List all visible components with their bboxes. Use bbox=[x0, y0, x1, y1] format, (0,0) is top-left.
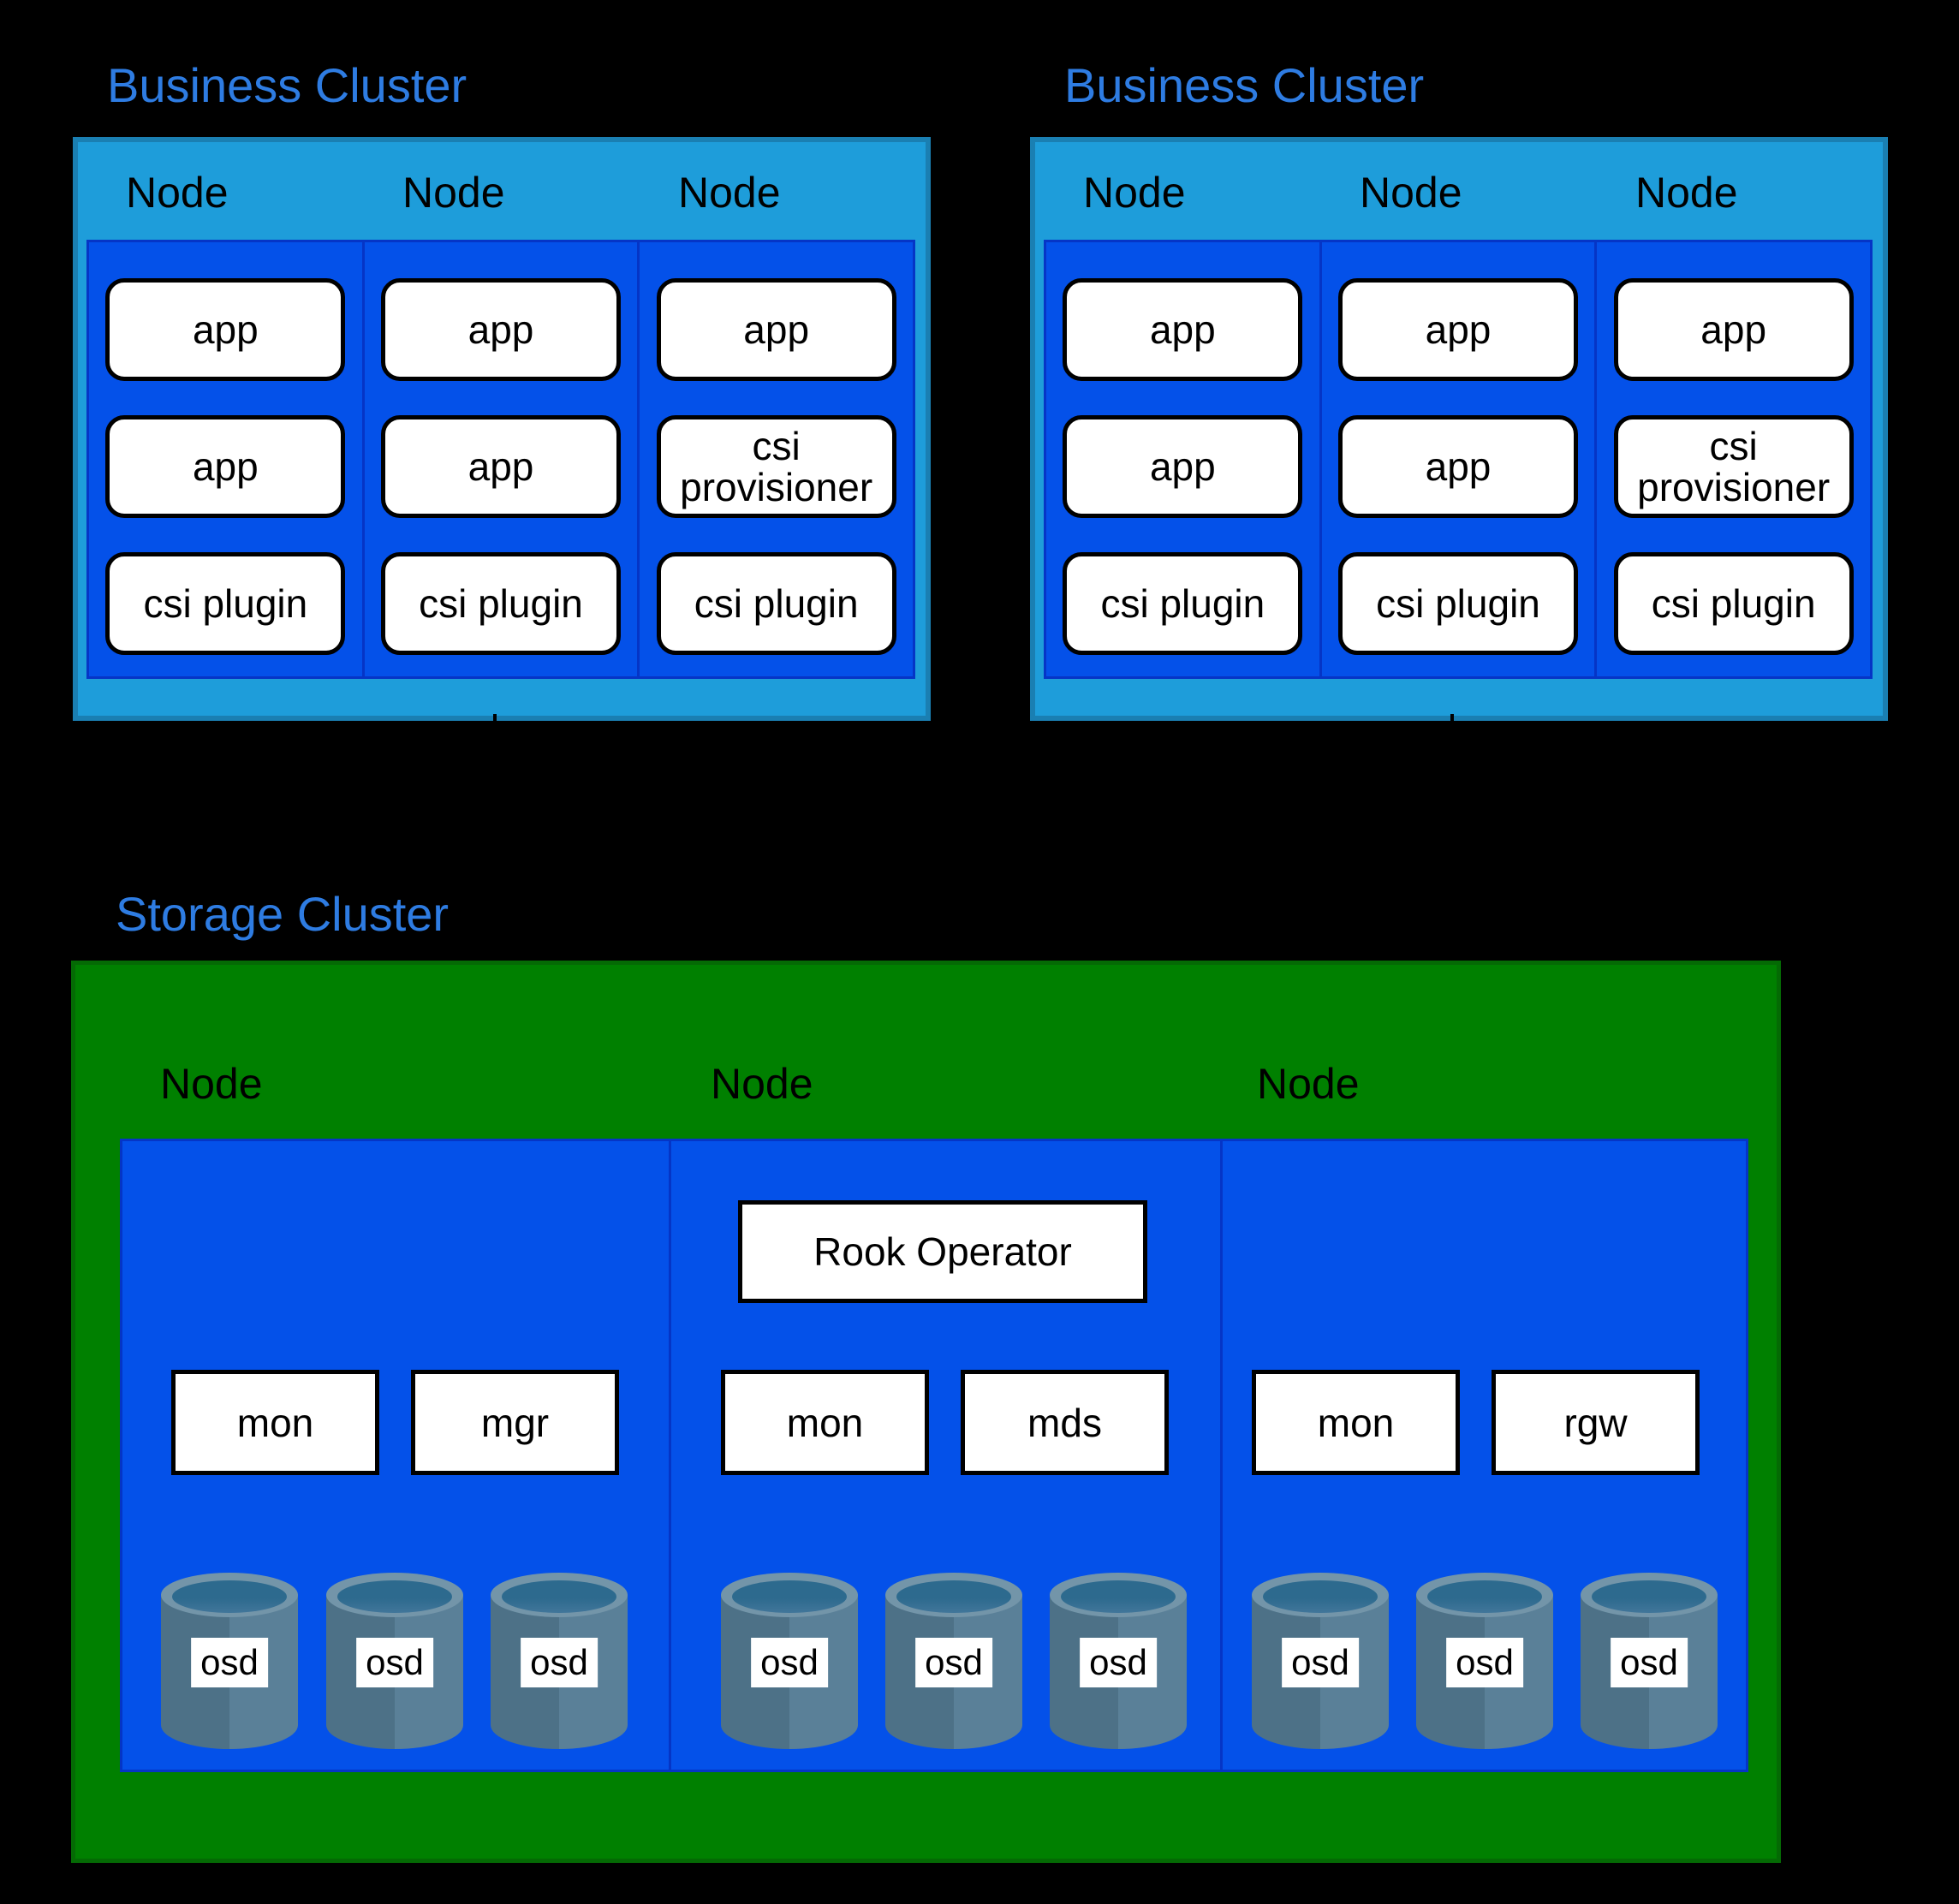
pod-box: app bbox=[1613, 278, 1854, 381]
cylinder-opening bbox=[172, 1580, 287, 1613]
osd-cylinder-icon: osd bbox=[1581, 1573, 1718, 1749]
pod-box: csi provisioner bbox=[656, 415, 896, 518]
nodes-container: app app csi plugin app app csi plugin ap… bbox=[1044, 240, 1873, 679]
pod-box: csi provisioner bbox=[1613, 415, 1854, 518]
node-label: Node bbox=[126, 169, 229, 217]
node-label: Node bbox=[678, 169, 781, 217]
node-label: Node bbox=[1083, 169, 1186, 217]
osd-cylinder-icon: osd bbox=[326, 1573, 463, 1749]
cylinder-opening bbox=[732, 1580, 847, 1613]
osd-cylinder-icon: osd bbox=[491, 1573, 628, 1749]
osd-label: osd bbox=[751, 1638, 828, 1687]
storage-node-column: mon rgw osd osd os bbox=[1223, 1141, 1746, 1770]
pod-box: csi plugin bbox=[1337, 552, 1578, 655]
pod-box: app bbox=[1337, 415, 1578, 518]
node-label: Node bbox=[1635, 169, 1738, 217]
pod-box: app bbox=[656, 278, 896, 381]
storage-cluster-box: Node Node Node mon mgr osd osd bbox=[71, 961, 1781, 1863]
osd-cylinder-icon: osd bbox=[1416, 1573, 1553, 1749]
osd-cylinder-icon: osd bbox=[721, 1573, 858, 1749]
node-column: app csi provisioner csi plugin bbox=[640, 242, 913, 676]
service-box-mds: mds bbox=[961, 1370, 1169, 1475]
node-column: app app csi plugin bbox=[364, 242, 638, 676]
cylinder-opening bbox=[1263, 1580, 1378, 1613]
cylinder-opening bbox=[502, 1580, 616, 1613]
pod-box: csi plugin bbox=[656, 552, 896, 655]
osd-cylinder-icon: osd bbox=[1252, 1573, 1389, 1749]
business-cluster-left: Business Cluster Node Node Node app app … bbox=[73, 62, 931, 723]
service-box-mon: mon bbox=[171, 1370, 379, 1475]
pod-box: app bbox=[380, 415, 621, 518]
cylinder-opening bbox=[1427, 1580, 1542, 1613]
pod-box: app bbox=[105, 278, 346, 381]
osd-label: osd bbox=[1282, 1638, 1359, 1687]
osd-cylinder-icon: osd bbox=[885, 1573, 1022, 1749]
osd-label: osd bbox=[1080, 1638, 1157, 1687]
connector-stub bbox=[493, 714, 497, 728]
node-label: Node bbox=[1360, 169, 1462, 217]
business-cluster-box: Node Node Node app app csi plugin app ap… bbox=[73, 137, 931, 721]
storage-nodes-container: mon mgr osd osd os bbox=[120, 1139, 1748, 1772]
service-box-rgw: rgw bbox=[1492, 1370, 1700, 1475]
pod-box: app bbox=[1337, 278, 1578, 381]
node-label: Node bbox=[711, 1060, 813, 1108]
osd-label: osd bbox=[521, 1638, 598, 1687]
nodes-container: app app csi plugin app app csi plugin ap… bbox=[86, 240, 915, 679]
service-box-mgr: mgr bbox=[411, 1370, 619, 1475]
cylinder-opening bbox=[337, 1580, 452, 1613]
cylinder-opening bbox=[1061, 1580, 1176, 1613]
pod-box: app bbox=[380, 278, 621, 381]
business-cluster-right: Business Cluster Node Node Node app app … bbox=[1030, 62, 1888, 723]
storage-cluster-title: Storage Cluster bbox=[116, 887, 450, 941]
osd-label: osd bbox=[1446, 1638, 1523, 1687]
node-label: Node bbox=[160, 1060, 263, 1108]
pod-box: app bbox=[1063, 278, 1303, 381]
node-column: app app csi plugin bbox=[1321, 242, 1595, 676]
pod-box: csi plugin bbox=[1063, 552, 1303, 655]
osd-cylinder-icon: osd bbox=[1050, 1573, 1187, 1749]
pod-box: app bbox=[1063, 415, 1303, 518]
business-cluster-box: Node Node Node app app csi plugin app ap… bbox=[1030, 137, 1888, 721]
storage-node-column: mon mgr osd osd os bbox=[122, 1141, 669, 1770]
rook-operator-box: Rook Operator bbox=[738, 1200, 1147, 1303]
storage-node-column: Rook Operator mon mds osd osd bbox=[671, 1141, 1220, 1770]
service-box-mon: mon bbox=[1252, 1370, 1460, 1475]
node-column: app csi provisioner csi plugin bbox=[1597, 242, 1870, 676]
pod-box: csi plugin bbox=[380, 552, 621, 655]
connector-stub bbox=[1450, 714, 1454, 728]
osd-label: osd bbox=[915, 1638, 992, 1687]
osd-cylinder-icon: osd bbox=[161, 1573, 298, 1749]
pod-box: app bbox=[105, 415, 346, 518]
node-label: Node bbox=[402, 169, 505, 217]
osd-label: osd bbox=[1611, 1638, 1688, 1687]
osd-label: osd bbox=[191, 1638, 268, 1687]
node-column: app app csi plugin bbox=[89, 242, 362, 676]
business-cluster-title: Business Cluster bbox=[107, 58, 467, 112]
osd-label: osd bbox=[356, 1638, 433, 1687]
node-column: app app csi plugin bbox=[1046, 242, 1319, 676]
business-cluster-title: Business Cluster bbox=[1064, 58, 1425, 112]
service-box-mon: mon bbox=[721, 1370, 929, 1475]
pod-box: csi plugin bbox=[105, 552, 346, 655]
cylinder-opening bbox=[896, 1580, 1011, 1613]
node-label: Node bbox=[1257, 1060, 1360, 1108]
cylinder-opening bbox=[1592, 1580, 1706, 1613]
pod-box: csi plugin bbox=[1613, 552, 1854, 655]
